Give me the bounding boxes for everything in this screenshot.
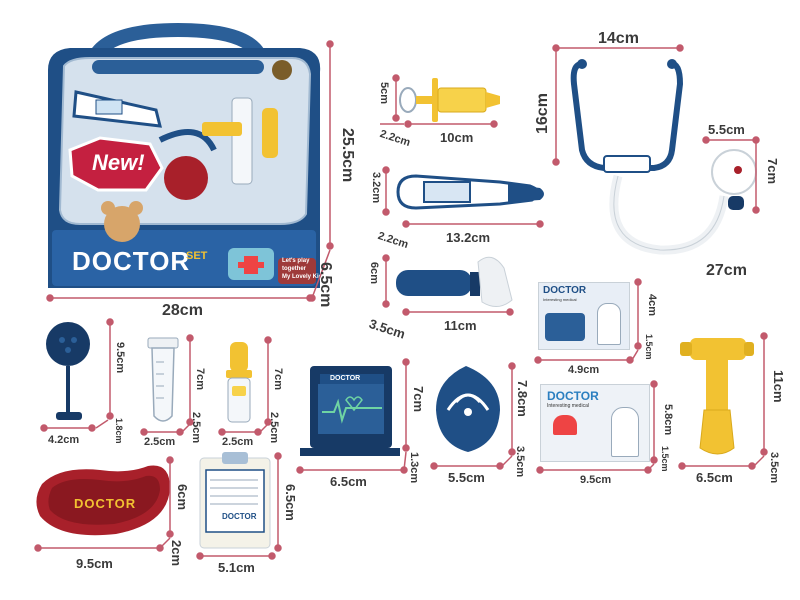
card-large-title: DOCTOR — [547, 389, 599, 403]
card-large-width-label: 9.5cm — [580, 474, 612, 486]
new-badge-text: New! — [92, 150, 145, 175]
monitor-label: DOCTOR — [330, 375, 361, 382]
monitor-width-label: 6.5cm — [330, 474, 367, 489]
clipboard-width-label: 5.1cm — [218, 560, 255, 575]
card-small-title: DOCTOR — [543, 285, 587, 296]
hammer-width-label: 6.5cm — [696, 470, 733, 485]
tray-label: DOCTOR — [74, 496, 137, 511]
card-small-subtitle: Interesting medical — [543, 297, 577, 302]
package-set-word: SET — [186, 250, 208, 262]
thermometer-length-label: 13.2cm — [446, 230, 491, 245]
package-tagline-1: Let's play — [282, 258, 310, 264]
stethoscope-chest-width-label: 5.5cm — [708, 122, 745, 137]
stethoscope-width-label: 14cm — [598, 30, 639, 47]
clipboard-height-label: 6.5cm — [283, 484, 298, 521]
clipboard-label: DOCTOR — [222, 512, 257, 521]
package-title: DOCTOR — [72, 246, 191, 276]
card-small-width-label: 4.9cm — [568, 364, 600, 376]
package-width-label: 28cm — [162, 302, 203, 319]
test-tube-width-label: 2.5cm — [144, 436, 176, 448]
package-tagline-2: together — [282, 266, 306, 272]
tray-width-label: 9.5cm — [76, 556, 113, 571]
card-small: DOCTOR Interesting medical — [538, 282, 630, 350]
stethoscope-length-label: 27cm — [706, 262, 747, 279]
card-large: DOCTOR Interesting medical — [540, 384, 650, 462]
syringe-length-label: 10cm — [440, 130, 474, 145]
bottle-width-label: 2.5cm — [222, 436, 254, 448]
card-large-doctor-figure — [611, 407, 639, 457]
package-tagline-3: My Lovely Kid — [282, 274, 323, 280]
otoscope-length-label: 11cm — [444, 318, 477, 333]
mask-width-label: 5.5cm — [448, 470, 485, 485]
card-small-doctor-figure — [597, 303, 621, 345]
card-small-scene — [545, 313, 585, 341]
card-large-heart — [553, 415, 577, 435]
card-large-subtitle: Interesting medical — [547, 403, 589, 409]
mirror-width-label: 4.2cm — [48, 434, 80, 446]
